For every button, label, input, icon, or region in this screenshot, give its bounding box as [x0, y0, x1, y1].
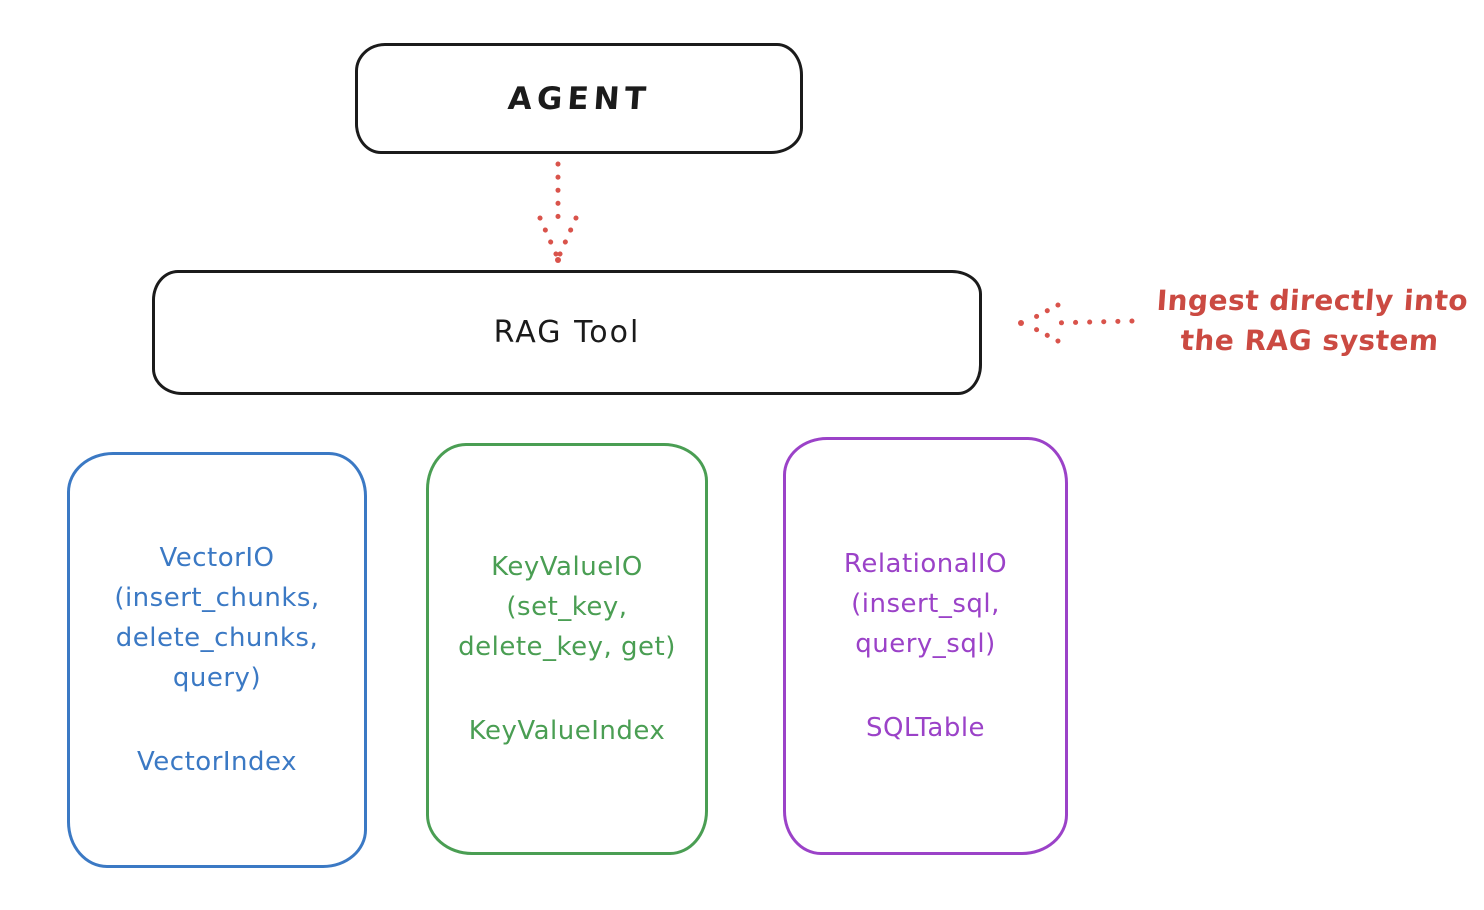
card-line: (insert_chunks,	[114, 583, 320, 613]
card-line: delete_key, get)	[458, 632, 676, 662]
sql-table-label: SQLTable	[865, 713, 986, 743]
ingest-annotation-line1: Ingest directly into	[1155, 284, 1470, 317]
card-line: (set_key,	[506, 592, 628, 622]
ingest-annotation-line2: the RAG system	[1179, 324, 1440, 357]
keyvalue-io-card: KeyValueIO (set_key, delete_key, get) Ke…	[426, 443, 708, 855]
card-line: delete_chunks,	[115, 623, 319, 653]
down-arrow-icon	[537, 161, 579, 263]
card-line: query_sql)	[855, 629, 996, 659]
card-line: VectorIO	[159, 543, 275, 573]
relational-io-card: RelationalIO (insert_sql, query_sql) SQL…	[783, 437, 1068, 855]
agent-box: AGENT	[355, 43, 803, 154]
keyvalue-index-label: KeyValueIndex	[468, 716, 666, 746]
card-line: RelationalIO	[843, 549, 1008, 579]
card-line: (insert_sql,	[851, 589, 1000, 619]
vector-index-label: VectorIndex	[137, 747, 297, 777]
rag-tool-label: RAG Tool	[493, 315, 641, 350]
card-line: KeyValueIO	[491, 552, 643, 582]
agent-label: AGENT	[506, 80, 652, 117]
ingest-annotation: Ingest directly into the RAG system	[1135, 281, 1484, 361]
vector-io-card: VectorIO (insert_chunks, delete_chunks, …	[67, 452, 367, 868]
rag-tool-box: RAG Tool	[152, 270, 982, 395]
card-line: query)	[172, 663, 262, 693]
left-arrow-icon	[1018, 302, 1135, 344]
